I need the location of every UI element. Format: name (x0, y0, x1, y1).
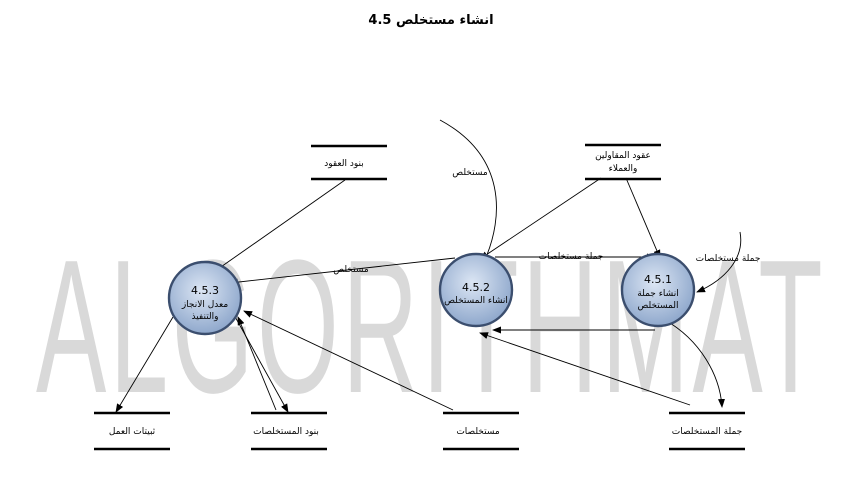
process-4-5-2-label: انشاء المستخلص (444, 296, 508, 306)
store-contract-items-label: بنود العقود (324, 159, 364, 169)
store-work-proofs-label: ثبيتات العمل (109, 427, 156, 437)
process-4-5-2: 4.5.2 انشاء المستخلص (438, 252, 514, 328)
store-extract-items: بنود المستخلصات (251, 411, 327, 451)
diagram-title: 4.5 انشاء مستخلص (368, 13, 493, 28)
store-extracts: مستخلصات (443, 411, 519, 451)
store-extract-totals: جملة المستخلصات (669, 411, 745, 451)
flow-extract-totals-to-452 (479, 332, 691, 406)
flow-edges (115, 119, 742, 413)
store-work-proofs: ثبيتات العمل (94, 411, 170, 451)
process-4-5-1: 4.5.1 انشاء جملة المستخلص (620, 252, 696, 328)
process-4-5-1-label-1: انشاء جملة (637, 289, 678, 299)
flow-label-extract-total-right: جملة مستخلصات (696, 254, 761, 264)
flow-external-to-451 (696, 231, 742, 293)
flow-extract-items-to-453 (237, 316, 277, 411)
flow-453-to-extract-items (232, 312, 289, 413)
store-contracts-label-1: عقود المقاولين (595, 151, 651, 161)
flow-451-to-extract-totals (664, 319, 725, 408)
process-4-5-3-label-2: والتنفيذ (191, 312, 218, 322)
process-4-5-3-id: 4.5.3 (191, 284, 219, 297)
flow-extracts-to-453 (243, 310, 454, 411)
store-extracts-label: مستخلصات (456, 427, 500, 437)
flow-contracts-to-451 (625, 177, 661, 259)
flow-452-to-453 (229, 257, 456, 286)
store-extract-items-label: بنود المستخلصات (253, 427, 319, 437)
process-4-5-3-label-1: معدل الانجاز (181, 300, 229, 310)
process-4-5-2-id: 4.5.2 (462, 281, 490, 294)
store-contracts: عقود المقاولين والعملاء (585, 143, 661, 181)
store-extract-totals-label: جملة المستخلصات (672, 427, 742, 437)
watermark-text: ALGORITHMAT (36, 221, 826, 433)
process-4-5-3: 4.5.3 معدل الانجاز والتنفيذ (167, 260, 243, 336)
flow-contracts-to-452 (479, 177, 602, 260)
store-contracts-label-2: والعملاء (609, 164, 638, 174)
flow-453-to-work-proofs (115, 316, 174, 413)
flow-label-extract-total-top: جملة مستخلصات (539, 252, 604, 262)
process-4-5-1-id: 4.5.1 (644, 273, 672, 286)
process-4-5-1-label-2: المستخلص (637, 301, 678, 311)
flow-incoming-extract-to-452 (439, 119, 497, 263)
flow-label-extract-to-453: مستخلص (333, 265, 369, 275)
store-contract-items: بنود العقود (311, 144, 387, 181)
flow-label-incoming-extract: مستخلص (452, 168, 488, 178)
flow-contract-items-to-453 (207, 179, 346, 277)
